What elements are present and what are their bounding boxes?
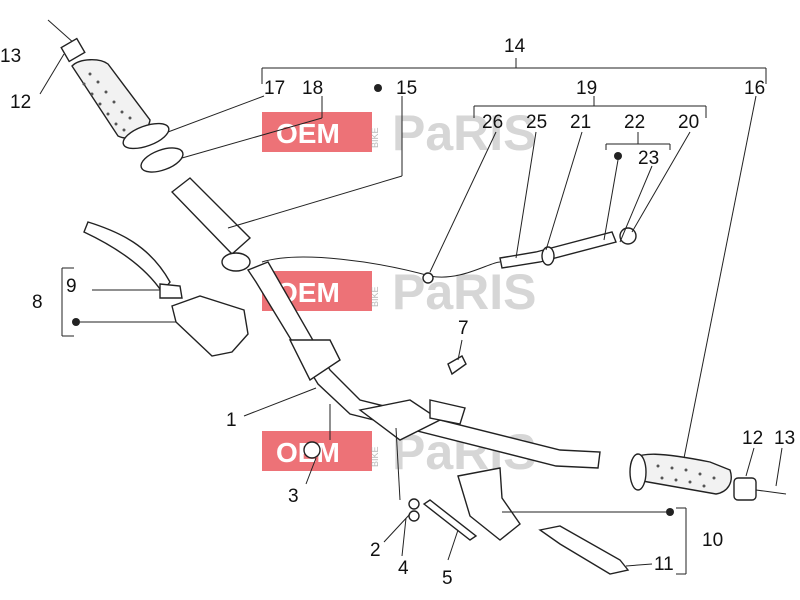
washer-ring: [140, 147, 184, 173]
callout-12-right: 12: [742, 428, 763, 449]
callout-7: 7: [458, 318, 469, 339]
callout-16: 16: [744, 78, 765, 99]
grip-left: [71, 59, 151, 139]
washer-2: [408, 498, 420, 510]
watermark-1: OEM BIKE PaRIS: [262, 105, 537, 161]
brake-lever-right: [538, 525, 630, 575]
screw: [447, 355, 467, 376]
callout-13-left: 13: [0, 46, 21, 67]
bullet-22: [614, 152, 622, 160]
callout-12-left: 12: [10, 92, 31, 113]
bullet-8: [72, 318, 80, 326]
bullet-10: [666, 508, 674, 516]
bar-end-weight-right: [733, 477, 757, 501]
bullet-15: [374, 84, 382, 92]
master-cylinder-left: [171, 295, 249, 357]
watermark-big: PaRIS: [392, 105, 537, 161]
watermark-2: OEM BIKE PaRIS: [262, 264, 537, 320]
callout-25: 25: [526, 112, 547, 133]
callout-3: 3: [288, 486, 299, 507]
grip-flange-right: [629, 453, 647, 491]
callout-19: 19: [576, 78, 597, 99]
lever-pivot-left: [159, 283, 183, 299]
watermark-brand: OEM: [276, 118, 340, 149]
callout-21: 21: [570, 112, 591, 133]
brake-lever-left: [83, 221, 171, 294]
watermark-small: BIKE: [370, 286, 380, 307]
cable-adjuster: [499, 231, 617, 269]
callout-26: 26: [482, 112, 503, 133]
callout-4: 4: [398, 558, 409, 579]
callout-18: 18: [302, 78, 323, 99]
callout-17: 17: [264, 78, 285, 99]
master-cylinder-right: [457, 467, 521, 541]
callout-11: 11: [654, 554, 674, 575]
right-grip-assembly: [629, 453, 787, 501]
handlebar-bracket: [288, 339, 341, 382]
bolt: [422, 499, 478, 541]
grip-flange-left: [122, 122, 170, 150]
bar-end-weight-left: [60, 37, 86, 63]
callout-1: 1: [226, 410, 237, 431]
callout-22: 22: [624, 112, 645, 133]
throttle-tube-end: [221, 252, 251, 272]
nut: [303, 441, 321, 459]
watermark-big: PaRIS: [392, 264, 537, 320]
grip-left-texture: [82, 72, 132, 132]
callout-13-right: 13: [774, 428, 795, 449]
throttle-cable: [261, 256, 501, 278]
callout-14: 14: [504, 36, 526, 57]
grip-right-texture: [656, 464, 716, 488]
callout-8: 8: [32, 292, 43, 313]
watermark-small: BIKE: [370, 446, 380, 467]
handlebar-mount: [429, 399, 466, 425]
callout-10: 10: [702, 530, 723, 551]
callout-15: 15: [396, 78, 417, 99]
cable-clip: [422, 272, 434, 284]
throttle-tube: [170, 177, 252, 255]
watermark-small: BIKE: [370, 127, 380, 148]
callout-5: 5: [442, 568, 453, 589]
callout-23: 23: [638, 148, 659, 169]
washer-1: [408, 510, 420, 522]
callout-9: 9: [66, 276, 77, 297]
left-grip-assembly: [47, 19, 184, 173]
adjuster-nut: [541, 246, 555, 266]
callout-20: 20: [678, 112, 699, 133]
callout-2: 2: [370, 540, 381, 561]
